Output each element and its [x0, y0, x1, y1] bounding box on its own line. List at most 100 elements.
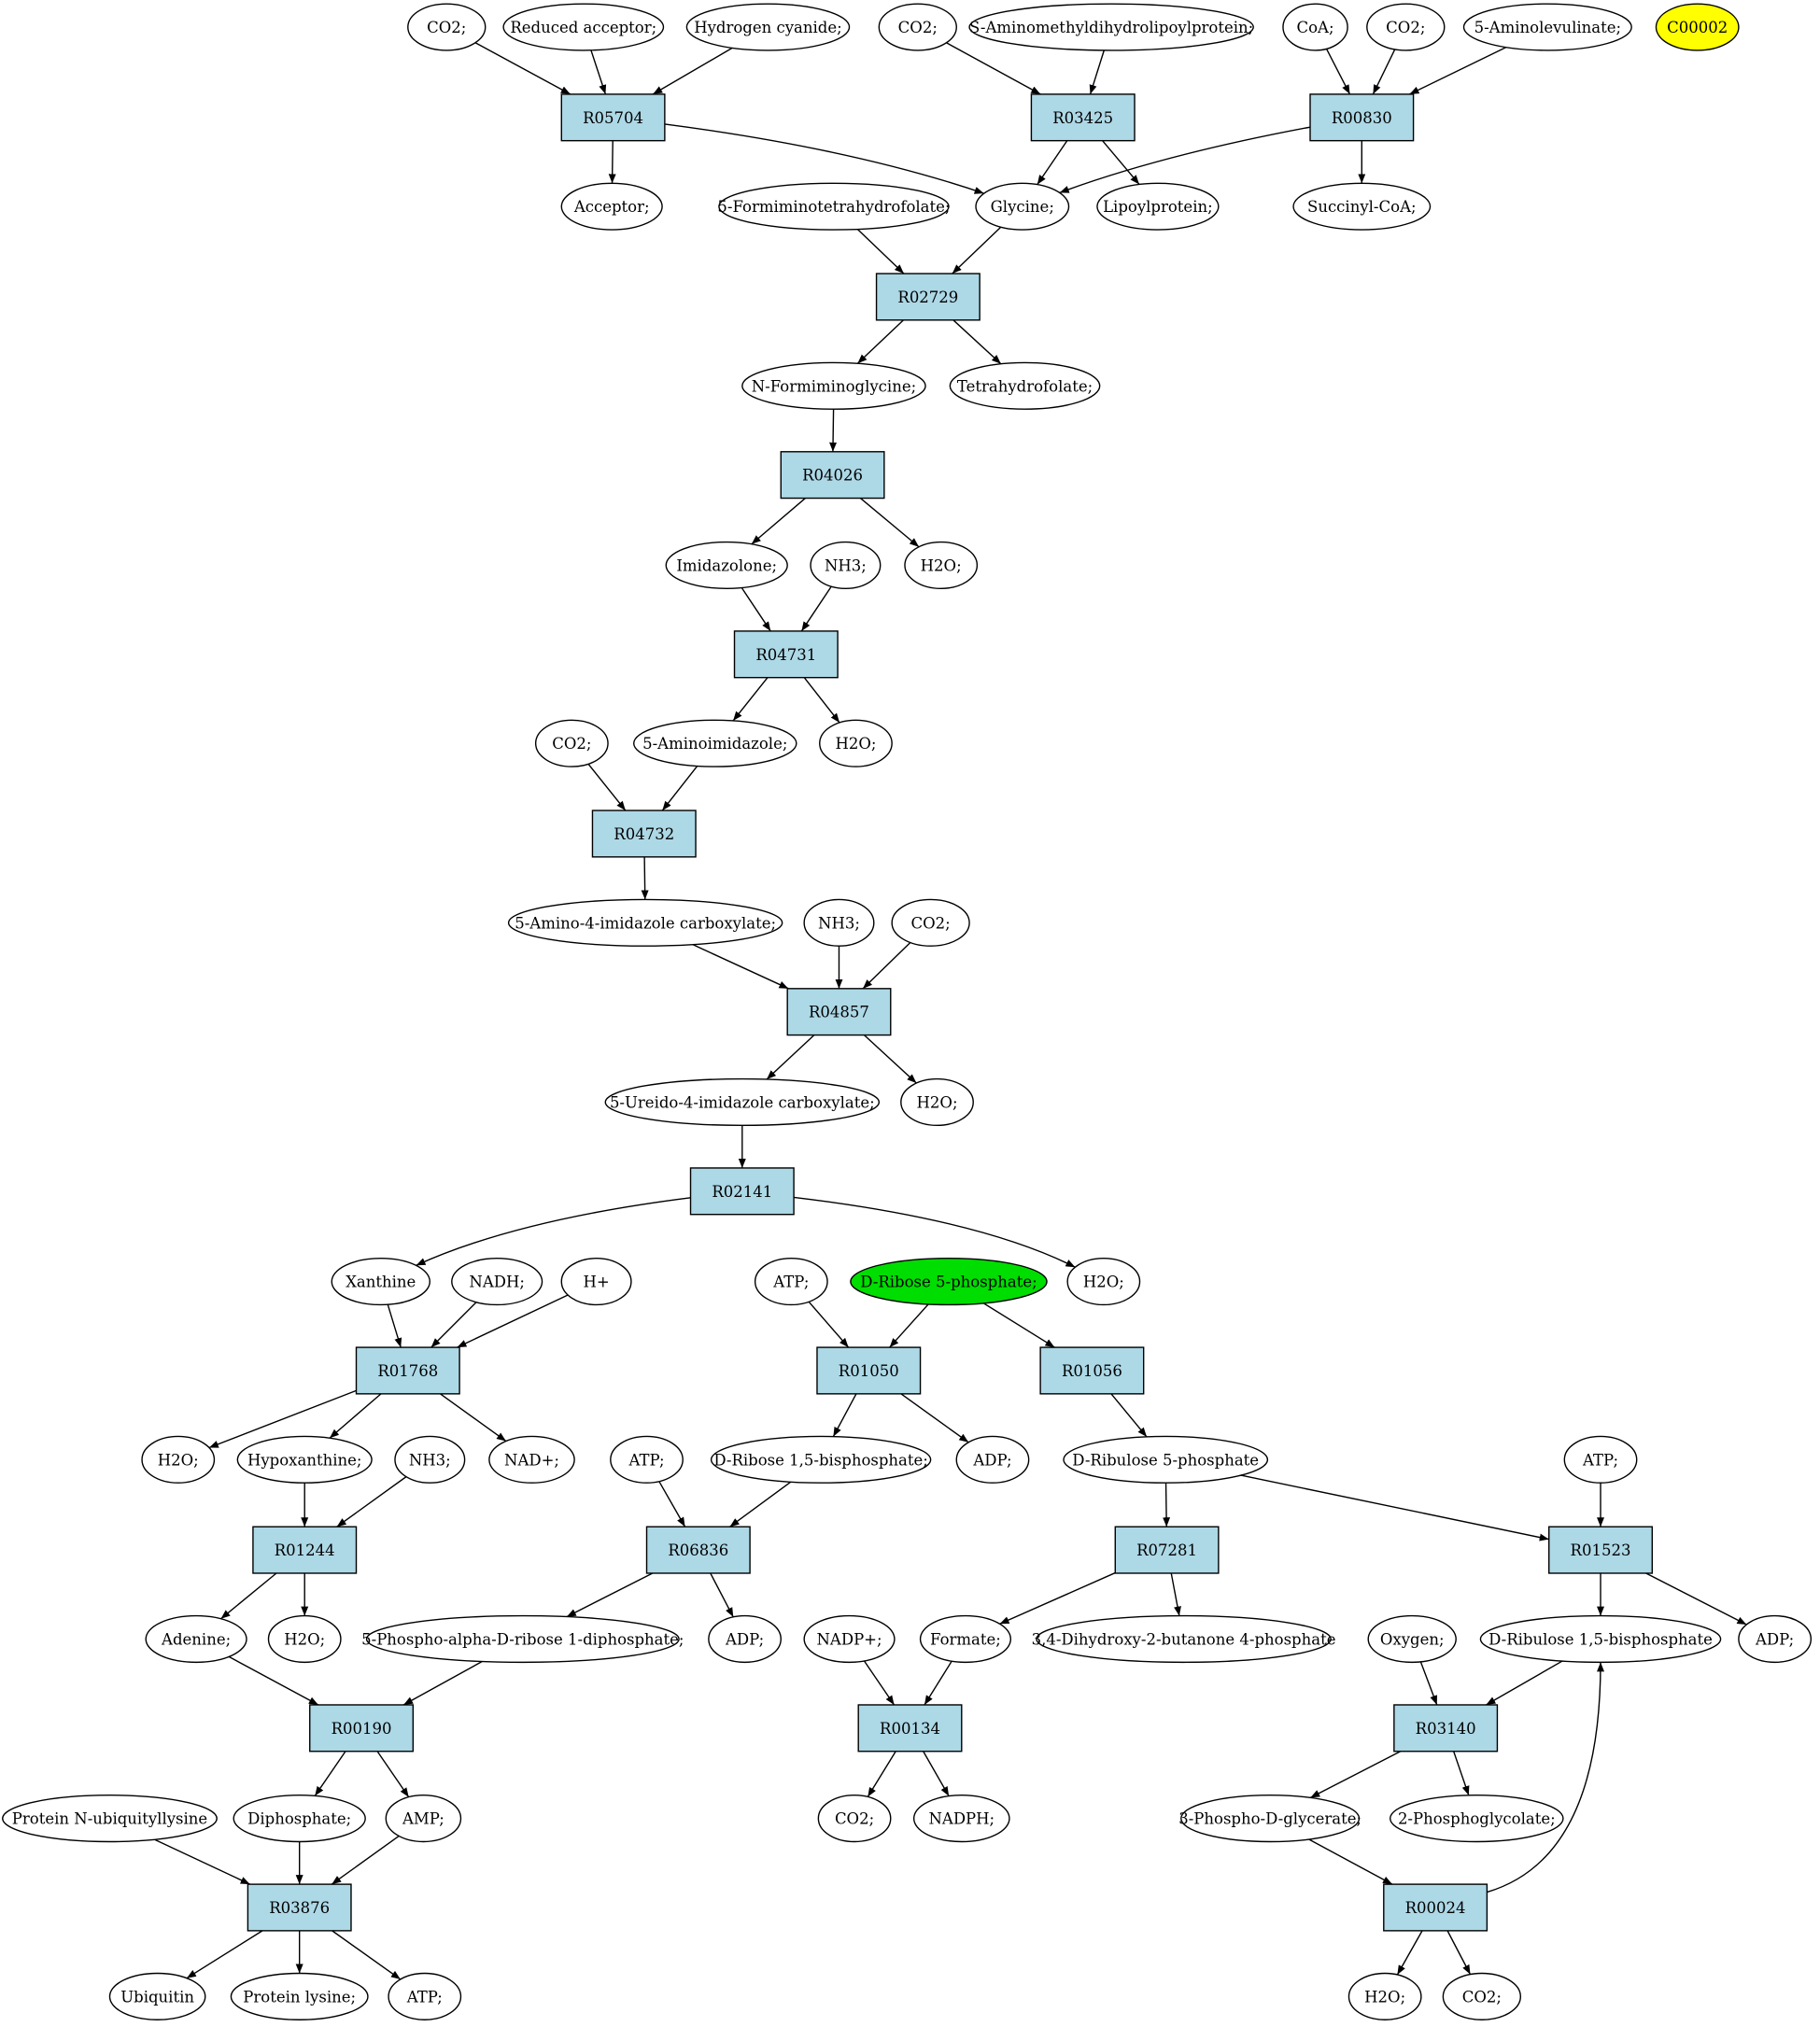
reaction-box — [1039, 1346, 1145, 1395]
edge-r01768-to-c_nadp — [440, 1393, 507, 1443]
compound-ellipse — [407, 3, 487, 51]
compound-node-c_co2_1: CO2; — [407, 3, 487, 51]
compound-node-c_co2_5: CO2; — [891, 898, 970, 947]
compound-label: CO2; — [427, 19, 466, 36]
edge-c_pnub-to-r03876 — [154, 1838, 250, 1885]
compound-node-c_h2o_7: H2O; — [1347, 1972, 1422, 2020]
compound-label: Succinyl-CoA; — [1307, 198, 1417, 216]
edge-r02729-to-c_nfg — [856, 319, 905, 364]
reaction-label: R05704 — [583, 109, 643, 127]
compound-ellipse — [850, 1258, 1048, 1306]
edge-c_co2_3-to-r00830 — [1372, 49, 1396, 95]
compound-ellipse — [534, 719, 609, 767]
compound-label: 5-Amino-4-imidazole carboxylate; — [515, 914, 776, 932]
edge-r04731-to-c_h2o_2 — [803, 677, 840, 724]
edge-r03876-to-c_atp_4 — [332, 1930, 402, 1980]
compound-ellipse — [2, 1795, 218, 1843]
reaction-box — [689, 1167, 795, 1216]
reaction-label: R03140 — [1416, 1720, 1476, 1738]
edge-r00024-to-c_co2_7 — [1446, 1930, 1472, 1975]
edge-c_3pg-to-r00024 — [1308, 1838, 1393, 1885]
reaction-label: R01523 — [1571, 1541, 1631, 1559]
reaction-node-r03876: R03876 — [247, 1883, 352, 1932]
reaction-node-r04857: R04857 — [786, 988, 892, 1036]
compound-label: D-Ribulose 5-phosphate — [1072, 1451, 1259, 1469]
reaction-label: R07281 — [1136, 1541, 1197, 1559]
reaction-box — [645, 1526, 751, 1574]
compound-label: ADP; — [972, 1451, 1011, 1469]
compound-ellipse — [1292, 182, 1432, 231]
compound-label: D-Ribulose 1,5-bisphosphate — [1488, 1630, 1713, 1648]
edge-r00024-to-c_h2o_7 — [1396, 1930, 1423, 1976]
reaction-label: R02141 — [712, 1183, 772, 1201]
edge-r07281-to-c_formate — [999, 1571, 1116, 1625]
compound-node-c_ubiquitin: Ubiquitin — [108, 1972, 206, 2020]
reaction-node-r01244: R01244 — [252, 1526, 358, 1574]
compound-node-c_co2_3: CO2; — [1366, 3, 1446, 51]
compound-node-c_h2o_3: H2O; — [900, 1077, 974, 1127]
reaction-node-r04731: R04731 — [733, 630, 839, 679]
reaction-node-r02729: R02729 — [875, 273, 981, 321]
compound-label: 5-Aminolevulinate; — [1474, 19, 1621, 36]
reaction-node-r06836: R06836 — [645, 1526, 751, 1574]
edge-c_r5p-to-r01056 — [983, 1302, 1055, 1348]
compound-label: H+ — [583, 1274, 609, 1291]
reaction-box — [780, 451, 885, 500]
reaction-label: R00830 — [1332, 109, 1392, 127]
compound-label: 5-Phospho-alpha-D-ribose 1-diphosphate; — [361, 1630, 684, 1648]
compound-node-c_glycine: Glycine; — [975, 182, 1070, 231]
reaction-box — [309, 1704, 415, 1753]
edge-r01244-to-c_adenine — [220, 1572, 277, 1620]
compound-node-c_co2_7: CO2; — [1442, 1972, 1522, 2020]
compound-ellipse — [267, 1614, 342, 1664]
compound-node-c_diphos: Diphosphate; — [233, 1795, 366, 1843]
compound-ellipse — [741, 361, 926, 410]
compound-label: N-Formiminoglycine; — [752, 377, 916, 395]
compound-label: CO2; — [1386, 19, 1425, 36]
compound-node-c_dhbp: 3,4-Dihydroxy-2-butanone 4-phosphate — [1032, 1614, 1335, 1664]
compound-node-c_c00002: C00002 — [1655, 3, 1740, 51]
edge-c_redacc-to-r05704 — [590, 49, 607, 95]
compound-node-c_5ala: 5-Aminolevulinate; — [1462, 3, 1632, 51]
compound-label: C00002 — [1667, 19, 1728, 36]
compound-node-c_acceptor: Acceptor; — [560, 182, 663, 231]
compound-ellipse — [803, 1614, 896, 1664]
compound-node-c_nfg: N-Formiminoglycine; — [741, 361, 926, 410]
reaction-label: R03876 — [269, 1899, 330, 1917]
compound-label: ADP; — [725, 1630, 764, 1648]
compound-node-c_h2o_6: H2O; — [267, 1614, 342, 1664]
compound-node-c_nh3_2: NH3; — [803, 898, 875, 947]
compound-label: 5-Ureido-4-imidazole carboxylate; — [610, 1093, 875, 1111]
compound-ellipse — [1282, 3, 1348, 51]
edge-r00830-to-c_glycine — [1059, 126, 1311, 194]
reaction-node-r03425: R03425 — [1030, 93, 1136, 142]
compound-ellipse — [1036, 1614, 1332, 1664]
compound-node-c_adp_2: ADP; — [708, 1614, 782, 1664]
compound-label: ATP; — [772, 1274, 809, 1291]
compound-node-c_h2o_2: H2O; — [819, 719, 893, 767]
reaction-label: R02729 — [897, 289, 958, 306]
compound-node-c_r15bp: D-Ribose 1,5-bisphosphate; — [710, 1435, 932, 1484]
compound-node-c_r5p: D-Ribose 5-phosphate; — [850, 1258, 1048, 1306]
compound-ellipse — [236, 1435, 373, 1484]
compound-ellipse — [1063, 1435, 1269, 1484]
edge-c_hcn-to-r05704 — [652, 47, 733, 95]
compound-label: Protein N-ubiquityllysine — [12, 1810, 207, 1828]
compound-label: Hypoxanthine; — [247, 1451, 361, 1469]
edge-c_5fthf-to-r02729 — [856, 229, 905, 274]
compound-node-c_atp_4: ATP; — [388, 1972, 462, 2020]
compound-ellipse — [451, 1258, 543, 1306]
compound-ellipse — [685, 3, 851, 51]
edge-c_xanthine-to-r01768 — [387, 1304, 402, 1348]
compound-ellipse — [632, 719, 797, 767]
compound-label: ATP; — [1582, 1451, 1618, 1469]
edge-r01523-to-c_adp_3 — [1645, 1572, 1747, 1626]
compound-ellipse — [817, 1795, 892, 1843]
compound-ellipse — [919, 1614, 1012, 1664]
compound-label: 5-Formiminotetrahydrofolate; — [717, 198, 950, 216]
compound-label: Oxygen; — [1380, 1630, 1445, 1648]
compound-label: NH3; — [818, 914, 860, 932]
compound-label: Adenine; — [161, 1630, 231, 1648]
reaction-box — [875, 273, 981, 321]
compound-ellipse — [900, 1077, 974, 1127]
